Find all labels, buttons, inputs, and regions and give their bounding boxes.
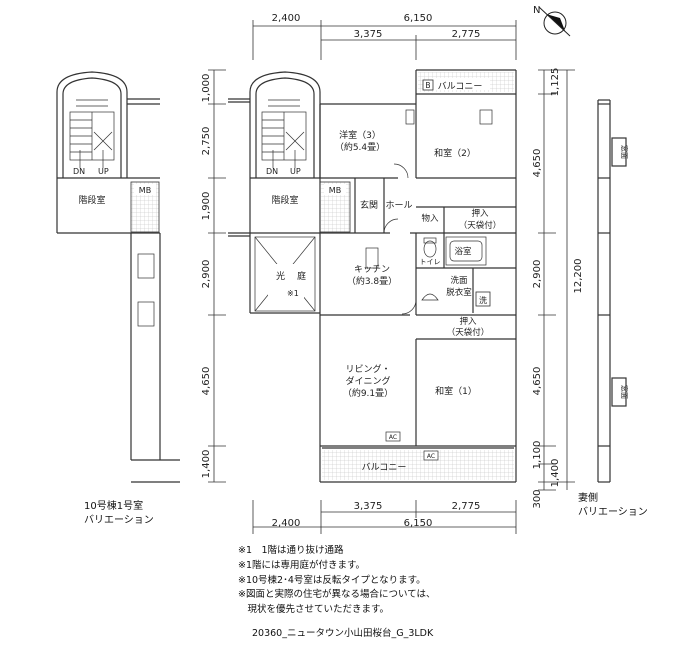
light-well-char-1: 光 [276, 270, 285, 282]
main-stair-dn: DN [266, 167, 278, 176]
living-size: （約9.1畳） [343, 387, 393, 399]
storage-label: 物入 [421, 213, 439, 224]
dim-left-6: 1,400 [201, 450, 212, 479]
dim-top-2: 6,150 [404, 13, 433, 24]
left-stair-up: UP [98, 167, 109, 176]
right-dimensions [538, 69, 575, 491]
left-dimensions [208, 69, 226, 483]
balcony-mark: B [425, 81, 430, 90]
dim-right-2: 4,650 [532, 149, 543, 178]
dim-top-sub-2: 2,775 [452, 29, 481, 40]
dim-left-4: 2,900 [201, 260, 212, 289]
living-label-2: ダイニング [345, 375, 390, 387]
dim-left-3: 1,900 [201, 192, 212, 221]
left-variation-stairs [69, 99, 155, 327]
top-dimensions [252, 20, 517, 60]
closet-top-label: 押入 [471, 208, 489, 219]
side-window-tag-1: 窓面 [620, 145, 629, 159]
dim-left-1: 1,000 [201, 74, 212, 103]
dim-top-sub-1: 3,375 [354, 29, 383, 40]
dim-right-total: 12,200 [573, 259, 584, 294]
left-caption-line-2: バリエーション [84, 515, 154, 526]
dim-left-2: 2,750 [201, 127, 212, 156]
balcony-top-label: バルコニー [438, 81, 483, 92]
left-stair-dn: DN [73, 167, 85, 176]
western-room-label: 洋室（3） [339, 129, 381, 141]
ac-tag-1: AC [389, 434, 397, 441]
dim-right-5: 1,100 [532, 441, 543, 470]
plan-code: 20360_ニュータウン小山田桜台_G_3LDK [252, 628, 434, 639]
dim-right-bottom: 300 [532, 489, 543, 508]
compass-icon: N [533, 5, 571, 37]
dim-bottom-2: 6,150 [404, 518, 433, 529]
dim-right-4: 4,650 [532, 367, 543, 396]
closet-top-sub: （天袋付） [459, 220, 502, 231]
dim-bottom-1: 2,400 [272, 518, 301, 529]
note-line-1: ※1 1階は通り抜け通路 [238, 545, 344, 556]
main-plan-walls [228, 69, 517, 483]
washroom-label-1: 洗面 [450, 275, 468, 286]
main-stairs [261, 99, 307, 168]
dim-bottom-sub-1: 3,375 [354, 501, 383, 512]
left-caption-line-1: 10号棟1号室 [84, 501, 144, 512]
dim-right-3: 2,900 [532, 260, 543, 289]
dim-right-1: 1,125 [550, 68, 561, 97]
main-stair-room-label: 階段室 [271, 194, 298, 206]
kitchen-label: キッチン [354, 264, 390, 275]
entrance-label: 玄関 [360, 199, 378, 211]
note-line-3: ※10号棟2･4号室は反転タイプとなります。 [238, 574, 426, 586]
hall-label: ホール [385, 200, 412, 211]
note-line-4: ※図面と実際の住宅が異なる場合については、 [238, 589, 436, 601]
japanese-room-1-label: 和室（1） [435, 385, 477, 397]
closet-mid-sub: （天袋付） [447, 327, 490, 338]
fixtures [365, 109, 493, 315]
closet-mid-label: 押入 [459, 316, 477, 327]
balcony-bottom-label: バルコニー [362, 462, 407, 473]
dim-top-1: 2,400 [272, 13, 301, 24]
dim-left-5: 4,650 [201, 367, 212, 396]
left-mb-label: MB [139, 186, 151, 195]
bath-label: 浴室 [454, 246, 472, 257]
bottom-dimensions [252, 500, 517, 534]
dim-bottom-sub-2: 2,775 [452, 501, 481, 512]
side-caption-line-2: バリエーション [578, 507, 648, 518]
note-line-2: ※1階には専用庭が付きます。 [238, 559, 366, 571]
ac-tag-2: AC [427, 453, 435, 460]
side-caption-line-1: 妻側 [578, 493, 598, 504]
washroom-label-2: 脱衣室 [446, 287, 472, 298]
notes-block: ※1 1階は通り抜け通路 ※1階には専用庭が付きます。 ※10号棟2･4号室は反… [238, 544, 436, 618]
side-variation-caption: 妻側 バリエーション [578, 492, 648, 520]
left-stair-room-label: 階段室 [78, 194, 105, 206]
living-label-1: リビング・ [345, 363, 390, 375]
left-variation-plan [56, 71, 180, 483]
kitchen-size: （約3.8畳） [347, 275, 397, 287]
dim-right-6: 1,400 [550, 459, 561, 488]
japanese-room-2-label: 和室（2） [434, 147, 476, 159]
main-stair-up: UP [290, 167, 301, 176]
left-variation-caption: 10号棟1号室 バリエーション [84, 500, 154, 528]
side-variation-plan [597, 99, 627, 483]
light-well-char-2: 庭 [297, 270, 306, 282]
main-mb-label: MB [329, 186, 341, 195]
compass-north-label: N [533, 5, 540, 16]
note-line-5: 現状を優先させていただきます。 [238, 604, 390, 616]
western-room-size: （約5.4畳） [335, 141, 385, 153]
washer-label: 洗 [479, 295, 487, 305]
light-well-note: ※1 [287, 289, 299, 298]
toilet-label: トイレ [420, 258, 441, 266]
side-window-tag-2: 窓面 [620, 385, 629, 399]
